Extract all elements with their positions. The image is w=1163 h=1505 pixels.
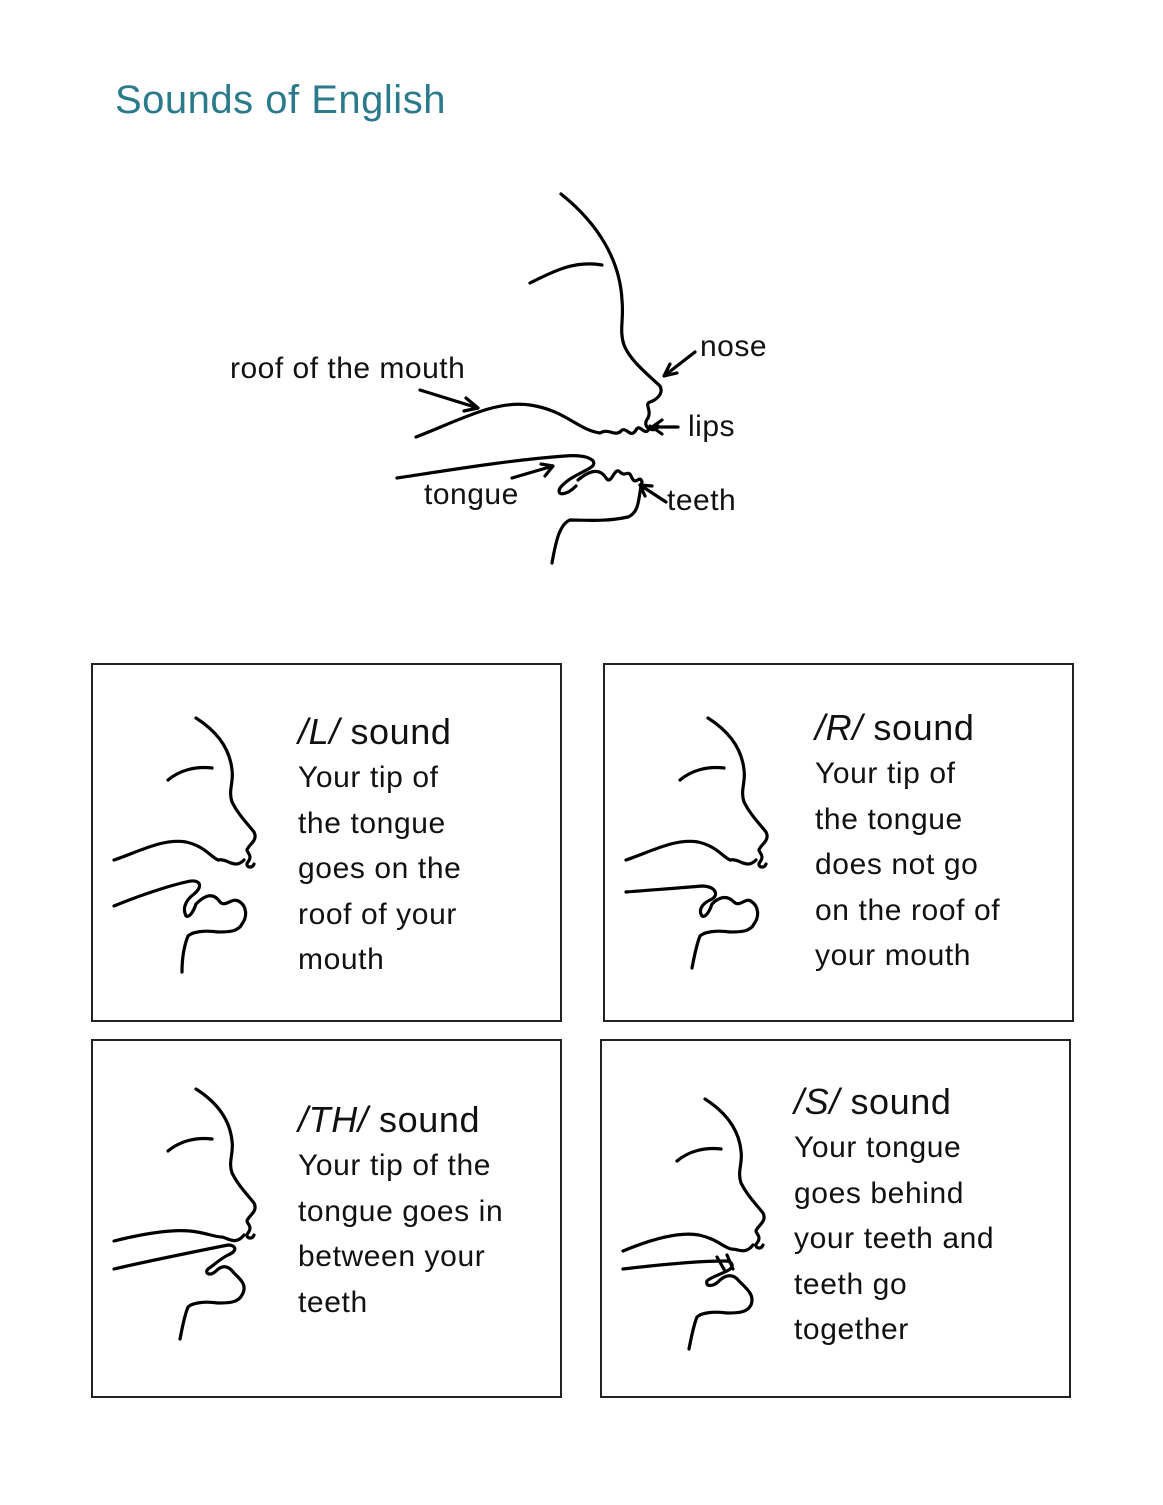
roof-of-mouth <box>414 402 622 439</box>
s-sound-text: /S/ sound Your tongue goes behind your t… <box>794 1079 994 1353</box>
s-word: sound <box>850 1081 952 1122</box>
card-l-sound: /L/ sound Your tip of the tongue goes on… <box>91 663 562 1022</box>
th-sound-text: /TH/ sound Your tip of the tongue goes i… <box>298 1097 503 1325</box>
l-sound-heading: /L/ sound <box>298 709 461 755</box>
th-line-2: tongue goes in <box>298 1194 504 1228</box>
s-symbol: /S/ <box>794 1081 840 1122</box>
lips-arrow <box>650 418 680 436</box>
teeth <box>576 469 644 484</box>
l-line-3: goes on the <box>298 852 462 885</box>
teeth-arrow <box>638 483 668 504</box>
face-outline <box>559 192 663 432</box>
label-nose: nose <box>700 330 768 363</box>
l-line-4: roof of your <box>298 897 457 931</box>
th-sound-heading: /TH/ sound <box>298 1097 503 1143</box>
card-s-sound: /S/ sound Your tongue goes behind your t… <box>600 1039 1071 1398</box>
r-line-2: the tongue <box>815 802 963 836</box>
r-line-3: does not go <box>815 848 979 881</box>
th-line-4: teeth <box>298 1285 368 1319</box>
r-sound-text: /R/ sound Your tip of the tongue does no… <box>815 705 1000 979</box>
th-line-3: between your <box>298 1240 486 1273</box>
label-tongue: tongue <box>424 478 519 511</box>
th-line-1: Your tip of the <box>298 1149 492 1182</box>
r-symbol: /R/ <box>815 707 863 748</box>
r-line-5: your mouth <box>815 939 972 972</box>
l-line-2: the tongue <box>298 806 446 840</box>
tongue-arrow <box>510 462 555 480</box>
label-lips: lips <box>688 410 736 443</box>
s-line-2: goes behind <box>794 1176 965 1210</box>
label-teeth: teeth <box>667 484 737 517</box>
chin <box>550 480 644 565</box>
s-line-5: together <box>794 1313 909 1346</box>
lips <box>618 424 652 435</box>
th-symbol: /TH/ <box>298 1099 369 1140</box>
l-symbol: /L/ <box>298 711 340 752</box>
l-line-1: Your tip of <box>298 761 439 794</box>
label-roof-of-mouth: roof of the mouth <box>230 352 466 385</box>
r-line-4: on the roof of <box>815 893 1001 927</box>
th-sound-face-icon <box>112 1087 257 1341</box>
l-sound-face-icon <box>112 716 257 974</box>
card-r-sound: /R/ sound Your tip of the tongue does no… <box>603 663 1074 1022</box>
l-line-5: mouth <box>298 943 385 976</box>
nose-arrow <box>662 350 697 378</box>
s-line-4: teeth go <box>794 1267 908 1301</box>
r-sound-face-icon <box>624 716 769 970</box>
s-line-3: your teeth and <box>794 1222 995 1255</box>
l-sound-text: /L/ sound Your tip of the tongue goes on… <box>298 709 461 983</box>
page-title: Sounds of English <box>115 78 446 122</box>
r-line-1: Your tip of <box>815 757 956 790</box>
s-line-1: Your tongue <box>794 1131 962 1164</box>
roof-arrow <box>418 388 480 413</box>
l-word: sound <box>350 711 452 752</box>
th-word: sound <box>379 1099 481 1140</box>
s-sound-heading: /S/ sound <box>794 1079 994 1125</box>
eyebrow <box>528 262 604 285</box>
s-sound-face-icon <box>621 1097 766 1351</box>
r-sound-heading: /R/ sound <box>815 705 1000 751</box>
r-word: sound <box>873 707 975 748</box>
card-th-sound: /TH/ sound Your tip of the tongue goes i… <box>91 1039 562 1398</box>
